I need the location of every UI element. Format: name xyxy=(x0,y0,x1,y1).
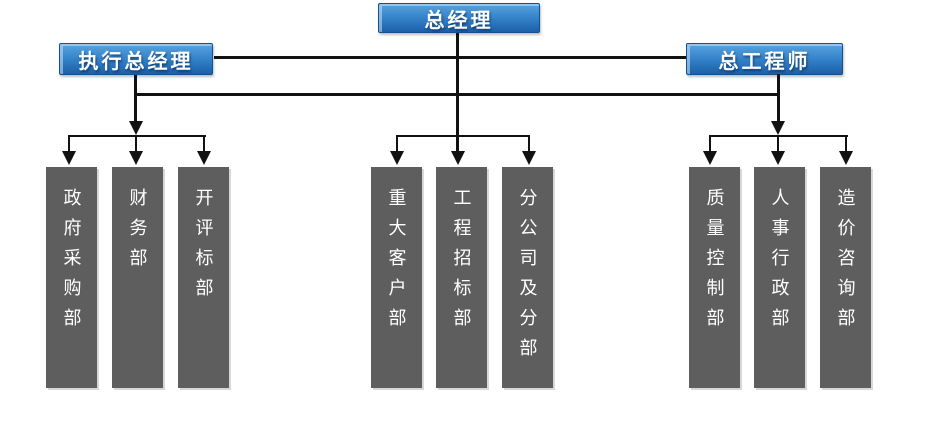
connector-exec-vertical xyxy=(134,75,137,121)
stub-mid-1 xyxy=(396,135,398,152)
arrowhead-exec-icon xyxy=(129,121,143,135)
arrowhead-mid-3-icon xyxy=(522,151,536,165)
stub-left-1 xyxy=(68,135,70,152)
dept-label: 财务部 xyxy=(127,188,148,278)
stub-mid-3 xyxy=(528,135,530,152)
dept-quality-control: 质量控制部 xyxy=(689,167,740,388)
dept-label: 人事行政部 xyxy=(769,188,790,338)
dept-bid-opening-evaluation: 开评标部 xyxy=(178,167,229,388)
general-manager-label: 总经理 xyxy=(424,9,494,32)
arrowhead-mid-1-icon xyxy=(390,151,404,165)
dept-government-procurement: 政府采购部 xyxy=(46,167,97,388)
general-manager-box: 总经理 xyxy=(378,3,540,33)
dept-finance: 财务部 xyxy=(112,167,163,388)
chief-engineer-label: 总工程师 xyxy=(718,50,811,73)
dept-major-clients: 重大客户部 xyxy=(371,167,422,388)
dept-label: 分公司及分部 xyxy=(517,188,538,368)
stub-left-2 xyxy=(135,135,137,152)
chief-engineer-box: 总工程师 xyxy=(686,43,843,75)
arrowhead-left-3-icon xyxy=(197,151,211,165)
executive-general-manager-label: 执行总经理 xyxy=(78,50,194,73)
stub-right-3 xyxy=(845,135,847,152)
bracket-left xyxy=(68,135,206,137)
connector-top-horizontal xyxy=(214,56,686,59)
arrowhead-mid-2-icon xyxy=(451,151,465,165)
arrowhead-left-2-icon xyxy=(129,151,143,165)
connector-chief-vertical xyxy=(777,74,780,121)
dept-label: 质量控制部 xyxy=(704,188,725,338)
arrowhead-chief-icon xyxy=(771,121,785,135)
dept-hr-admin: 人事行政部 xyxy=(754,167,805,388)
stub-left-3 xyxy=(203,135,205,152)
stub-right-1 xyxy=(709,135,711,152)
dept-cost-consulting: 造价咨询部 xyxy=(820,167,871,388)
arrowhead-left-1-icon xyxy=(62,151,76,165)
dept-label: 造价咨询部 xyxy=(835,188,856,338)
dept-label: 政府采购部 xyxy=(61,188,82,338)
dept-label: 重大客户部 xyxy=(386,188,407,338)
dept-engineering-bidding: 工程招标部 xyxy=(436,167,487,388)
stub-right-2 xyxy=(777,135,779,152)
arrowhead-right-3-icon xyxy=(839,151,853,165)
connector-root-vertical xyxy=(456,33,459,152)
executive-general-manager-box: 执行总经理 xyxy=(59,43,213,75)
arrowhead-right-2-icon xyxy=(771,151,785,165)
dept-label: 工程招标部 xyxy=(451,188,472,338)
bracket-middle xyxy=(396,135,530,137)
stub-mid-2 xyxy=(457,135,459,152)
dept-label: 开评标部 xyxy=(193,188,214,308)
dept-branch-companies: 分公司及分部 xyxy=(502,167,553,388)
arrowhead-right-1-icon xyxy=(703,151,717,165)
